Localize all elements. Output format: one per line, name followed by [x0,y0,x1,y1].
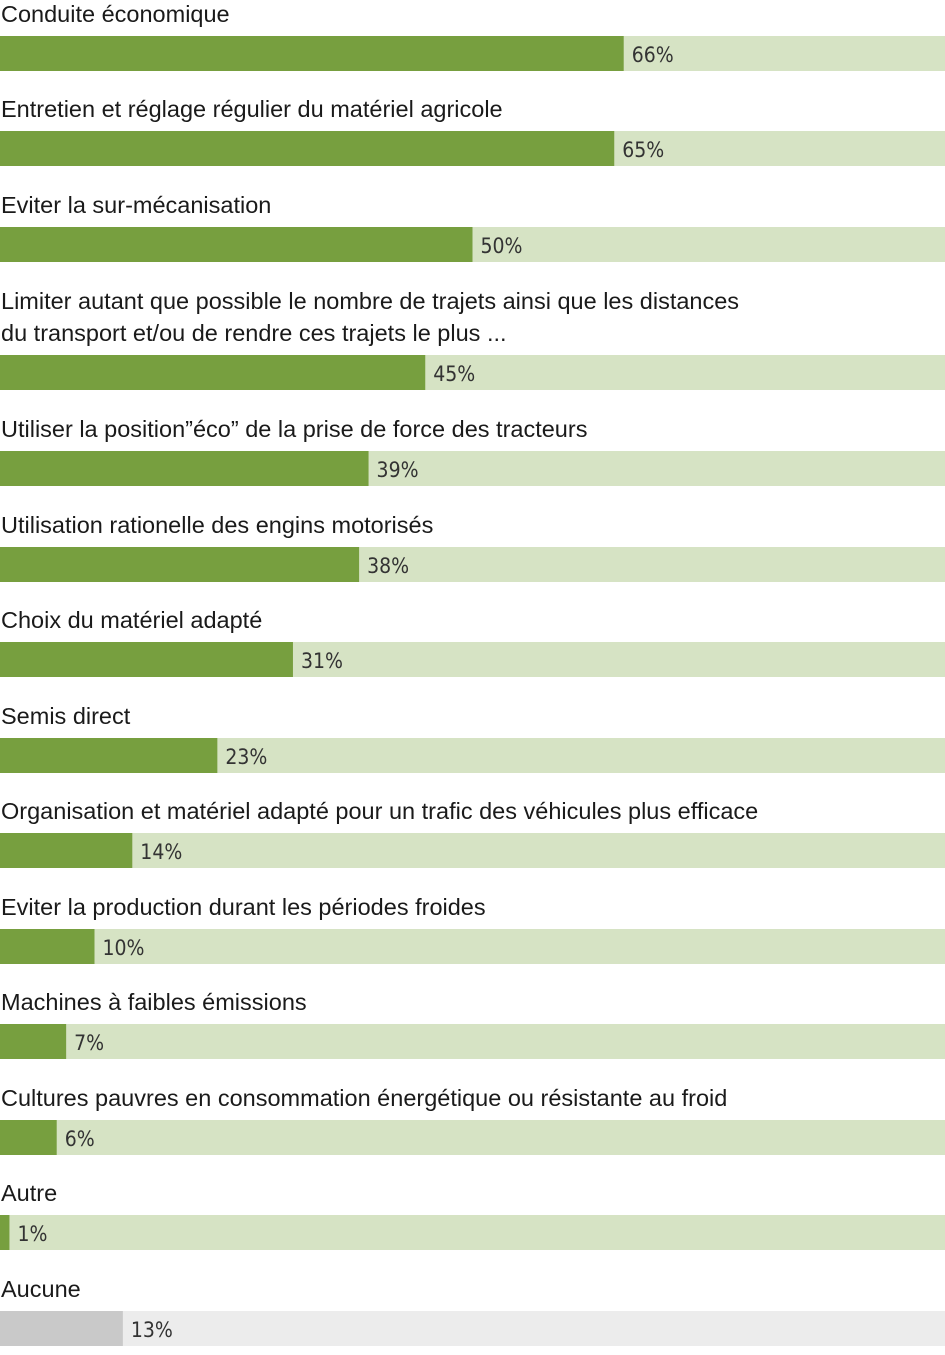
category-label: Cultures pauvres en consommation énergét… [1,1085,727,1111]
category-label: Aucune [1,1276,81,1302]
bar-track [0,833,945,868]
bar [0,131,615,166]
bar [0,1311,123,1346]
bar [0,642,293,677]
category-label: Organisation et matériel adapté pour un … [1,798,758,824]
bar-row: Choix du matériel adapté 31% [0,607,945,677]
data-label: 38% [367,554,409,578]
data-label: 39% [377,458,419,482]
bar-row: Aucune 13% [0,1276,945,1346]
bar [0,227,473,262]
bar-row: Limiter autant que possible le nombre de… [0,288,945,390]
bar-row: Utiliser la position”éco” de la prise de… [0,416,945,486]
category-label: Semis direct [1,703,131,729]
data-label: 13% [131,1318,173,1342]
bar-row: Cultures pauvres en consommation énergét… [0,1085,945,1155]
category-label: Autre [1,1180,57,1206]
category-label: Eviter la production durant les périodes… [1,894,486,920]
bar [0,1120,57,1155]
bar [0,1215,10,1250]
bar [0,833,133,868]
bar-row: Semis direct 23% [0,703,945,773]
bar-row: Autre 1% [0,1180,945,1250]
bar [0,451,369,486]
category-label: Choix du matériel adapté [1,607,262,633]
bar [0,355,426,390]
data-label: 31% [301,649,343,673]
data-label: 66% [632,43,674,67]
bar [0,929,95,964]
category-label: Eviter la sur-mécanisation [1,192,271,218]
category-label: Machines à faibles émissions [1,989,307,1015]
bar [0,36,624,71]
data-label: 65% [622,138,664,162]
bar-track [0,1215,945,1250]
bar-track [0,929,945,964]
bar-track [0,1311,945,1346]
category-label: Utiliser la position”éco” de la prise de… [1,416,587,442]
data-label: 1% [17,1222,47,1246]
bar-row: Organisation et matériel adapté pour un … [0,798,945,868]
category-label: du transport et/ou de rendre ces trajets… [1,320,507,346]
bar [0,547,360,582]
data-label: 10% [103,936,145,960]
data-label: 6% [65,1127,95,1151]
bar-row: Utilisation rationelle des engins motori… [0,512,945,582]
bar [0,738,218,773]
bar-row: Eviter la sur-mécanisation 50% [0,192,945,262]
category-label: Limiter autant que possible le nombre de… [1,288,739,314]
data-label: 14% [140,840,182,864]
bar [0,1024,67,1059]
category-label: Utilisation rationelle des engins motori… [1,512,433,538]
bar-row: Eviter la production durant les périodes… [0,894,945,964]
bar-track [0,1120,945,1155]
category-label: Entretien et réglage régulier du matérie… [1,96,503,122]
data-label: 23% [225,745,267,769]
bar-row: Machines à faibles émissions 7% [0,989,945,1059]
category-label: Conduite économique [1,1,230,27]
bar-track [0,1024,945,1059]
data-label: 50% [481,234,523,258]
data-label: 45% [433,362,475,386]
bar-row: Conduite économique 66% [0,1,945,71]
data-label: 7% [74,1031,104,1055]
bar-row: Entretien et réglage régulier du matérie… [0,96,945,166]
